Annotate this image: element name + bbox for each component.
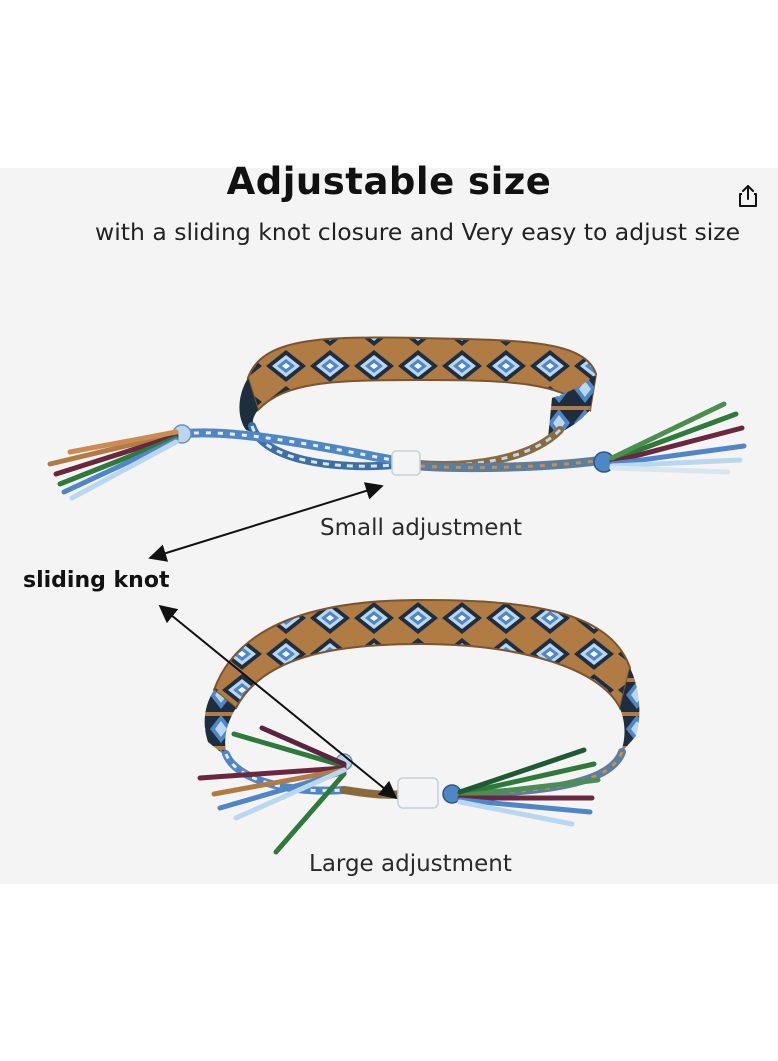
image-subtitle: with a sliding knot closure and Very eas…: [95, 218, 741, 246]
label-sliding-knot: sliding knot: [23, 568, 170, 593]
product-image[interactable]: [0, 168, 778, 884]
label-small-adjustment: Small adjustment: [320, 515, 523, 541]
share-icon: [739, 185, 757, 207]
bracelet-small: [47, 336, 747, 501]
bracelet-illustration: [47, 336, 747, 855]
label-large-adjustment: Large adjustment: [309, 851, 512, 877]
image-title: Adjustable size: [226, 160, 552, 203]
arrows: [148, 482, 398, 800]
bracelet-large: [197, 598, 640, 855]
share-button[interactable]: [733, 181, 763, 211]
